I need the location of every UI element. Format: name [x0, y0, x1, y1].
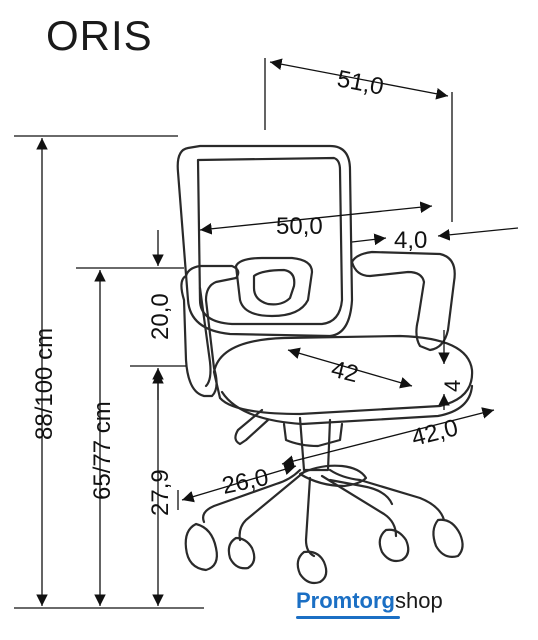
label-total-height: 88/100 cm [31, 328, 58, 440]
dim-line-overall-width [269, 58, 449, 100]
label-seat-depth: 42 [329, 356, 361, 389]
brand-logo[interactable]: Promtorgshop [296, 588, 443, 614]
label-seat-width: 42,0 [409, 414, 461, 452]
label-seat-low: 27,9 [147, 469, 174, 516]
brand-logo-part1: Promtorg [296, 588, 395, 613]
brand-logo-part2: shop [395, 588, 443, 613]
brand-underline [296, 616, 400, 619]
label-seat-thickness: 4 [440, 380, 465, 392]
product-title: ORIS [46, 12, 153, 59]
dim-line-base-radius [181, 463, 297, 503]
dim-line-armrest-depth-b [437, 227, 519, 241]
label-armrest-width: 50,0 [276, 213, 323, 240]
label-back-height: 20,0 [147, 293, 174, 340]
label-overall-width: 51,0 [335, 65, 386, 100]
dimension-annotations [14, 58, 519, 609]
chair-outline [176, 144, 474, 585]
label-armrest-depth: 4,0 [394, 227, 427, 254]
dimension-labels: 51,0 50,0 4,0 20,0 42 4 42,0 26,0 27,9 6… [31, 65, 465, 516]
label-seat-height: 65/77 cm [89, 401, 116, 500]
dim-line-armrest-depth-a [351, 233, 387, 246]
dim-line-seat-width [281, 407, 495, 467]
label-base-radius: 26,0 [220, 464, 271, 500]
dim-line-armrest-width [199, 201, 433, 235]
dim-line-seat-depth [287, 347, 413, 389]
